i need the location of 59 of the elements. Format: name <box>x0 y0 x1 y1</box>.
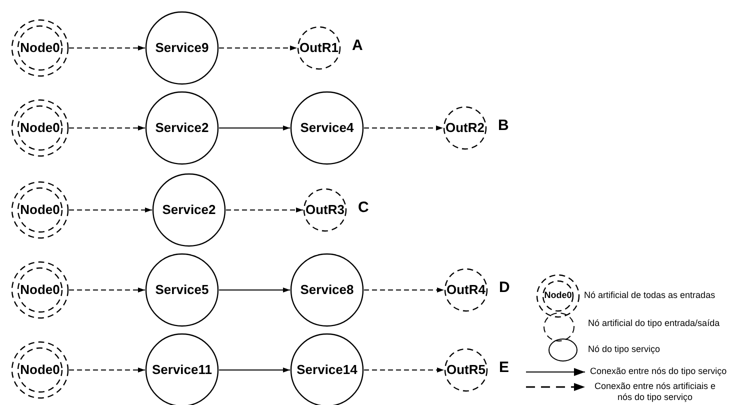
node-label: Node0 <box>20 39 60 58</box>
row-letter: B <box>498 118 509 133</box>
legend-text: Conexão entre nós artificiais e nós do tipo serviço <box>593 381 717 403</box>
double-dashed-circle-node <box>11 181 69 239</box>
double-dashed-circle-node <box>11 261 69 319</box>
double-dashed-circle-node <box>536 274 580 318</box>
arrow <box>364 368 444 372</box>
node-label: Node0 <box>544 289 572 302</box>
service-circle <box>145 253 219 327</box>
arrow <box>226 208 304 212</box>
dashed-circle-node <box>443 106 487 150</box>
node-label: OutR3 <box>306 201 344 220</box>
node-label: Node0 <box>20 119 60 138</box>
arrow <box>364 126 444 130</box>
arrow <box>68 288 146 292</box>
legend-text: Conexão entre nós do tipo serviço <box>590 366 727 377</box>
node-label: Service11 <box>152 361 212 380</box>
row-letter: D <box>499 280 510 295</box>
arrow <box>218 368 290 372</box>
node-label: OutR5 <box>446 361 486 380</box>
legend-text: Nó do tipo serviço <box>588 344 660 355</box>
double-dashed-circle-node <box>11 341 69 399</box>
arrow <box>68 368 146 372</box>
node-label: Node0 <box>20 361 60 380</box>
double-dashed-circle-node <box>11 99 69 157</box>
node-label: Service2 <box>155 119 209 138</box>
row-letter: C <box>358 200 369 215</box>
service-circle <box>145 11 219 85</box>
node-label: Service14 <box>296 361 358 380</box>
node-label: Service9 <box>155 39 209 58</box>
node-label: OutR2 <box>446 119 484 138</box>
node-label: Service4 <box>300 119 354 138</box>
dashed-circle-node <box>444 268 488 312</box>
row-letter: E <box>499 360 510 375</box>
legend-text: Nó artificial de todas as entradas <box>584 290 716 301</box>
arrow <box>68 46 146 50</box>
node-label: OutR4 <box>446 281 486 300</box>
arrow <box>68 126 146 130</box>
dashed-circle-node <box>303 188 347 232</box>
node-label: Service2 <box>162 201 216 220</box>
arrow <box>364 288 444 292</box>
service-circle <box>152 173 226 247</box>
node-label: Node0 <box>20 201 60 220</box>
arrow <box>68 208 152 212</box>
dashed-circle-node <box>444 348 488 392</box>
node-label: Node0 <box>20 281 60 300</box>
node-label: OutR1 <box>300 39 338 58</box>
arrow <box>218 126 290 130</box>
dashed-circle-node <box>297 26 341 70</box>
node-label: Service5 <box>155 281 209 300</box>
legend-text: Nó artificial do tipo entrada/saída <box>588 318 720 329</box>
service-circle <box>145 91 219 165</box>
node-label: Service8 <box>300 281 354 300</box>
service-circle <box>290 91 364 165</box>
double-dashed-circle-node <box>11 19 69 77</box>
arrow <box>218 46 298 50</box>
arrow <box>218 288 290 292</box>
service-circle <box>290 253 364 327</box>
row-letter: A <box>352 38 363 53</box>
